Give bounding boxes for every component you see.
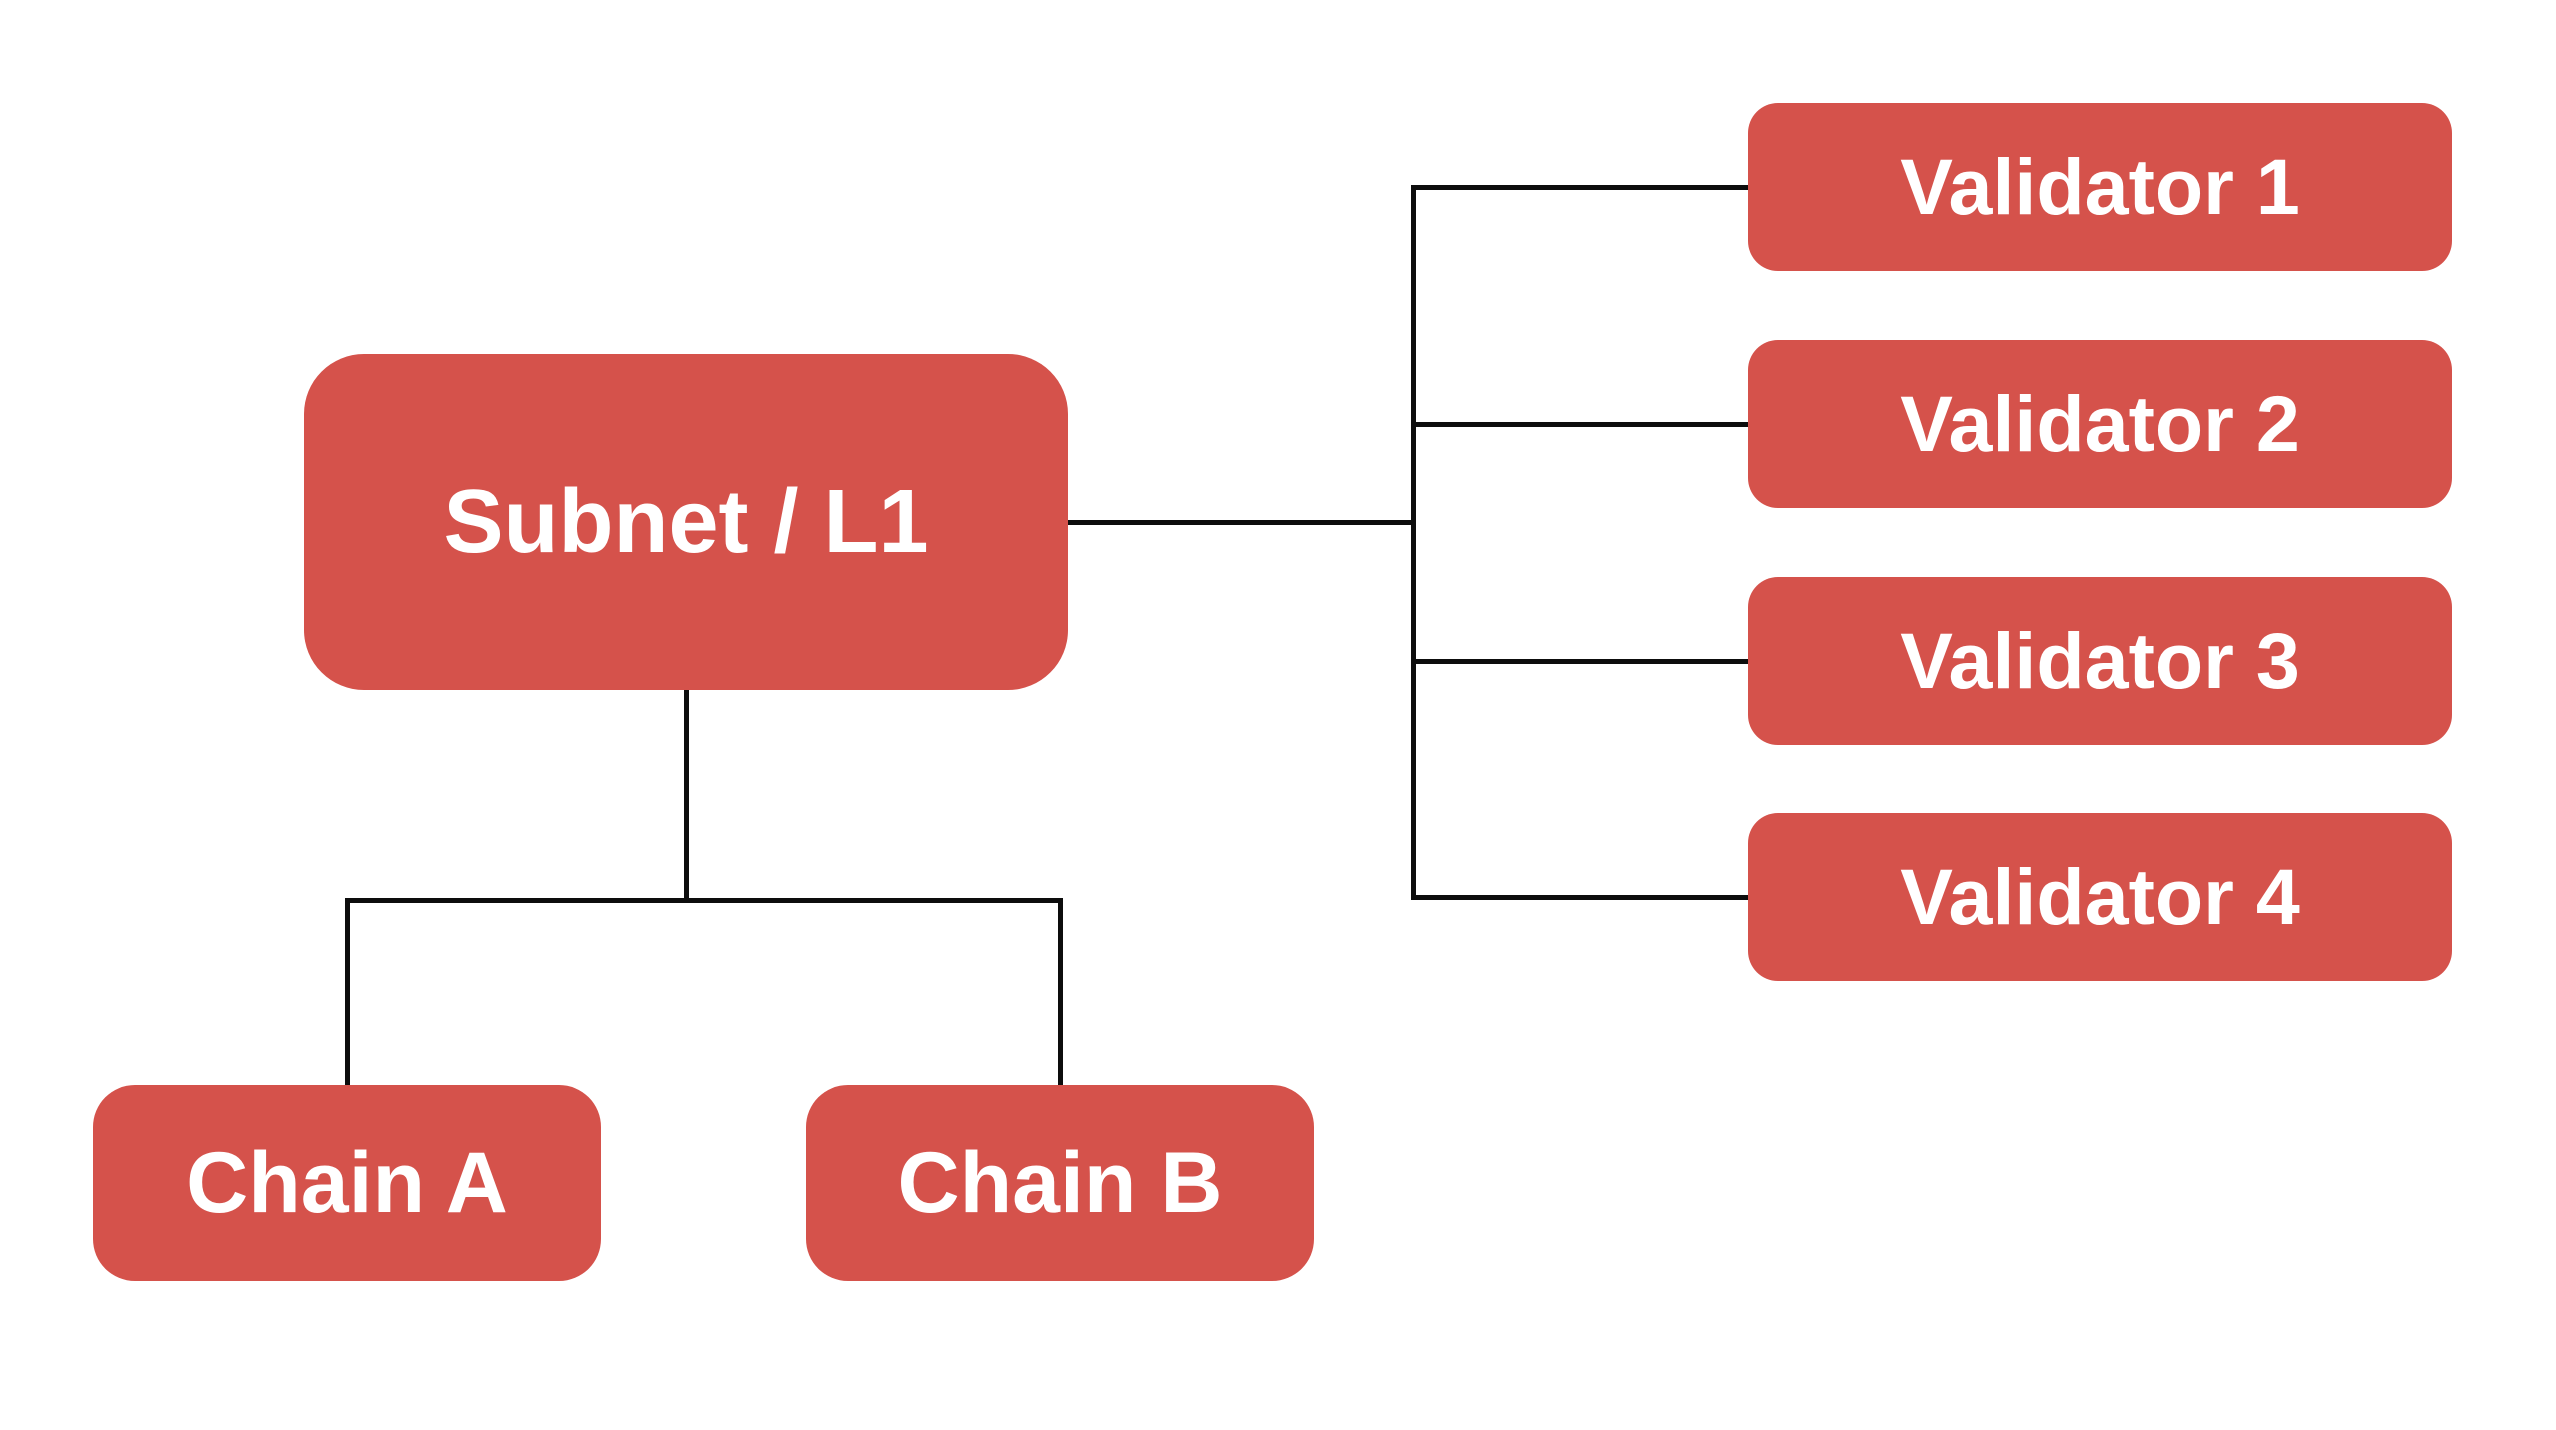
stem-line-chain-a — [345, 898, 350, 1085]
chain-b-node: Chain B — [806, 1085, 1314, 1281]
validator-2-label: Validator 2 — [1900, 379, 2300, 468]
chain-a-node: Chain A — [93, 1085, 601, 1281]
connector-subnet-to-validators — [1066, 520, 1416, 525]
chain-a-label: Chain A — [186, 1134, 508, 1231]
subnet-l1-node: Subnet / L1 — [304, 354, 1068, 690]
chains-horizontal-bar — [345, 898, 1063, 903]
validator-1-label: Validator 1 — [1900, 142, 2300, 231]
branch-line-validator-2 — [1414, 422, 1748, 427]
validator-3-label: Validator 3 — [1900, 616, 2300, 705]
branch-line-validator-4 — [1414, 895, 1748, 900]
chain-b-label: Chain B — [897, 1134, 1223, 1231]
subnet-l1-label: Subnet / L1 — [443, 471, 929, 572]
branch-line-validator-3 — [1414, 659, 1748, 664]
validator-4-label: Validator 4 — [1900, 852, 2300, 941]
stem-line-chain-b — [1058, 898, 1063, 1085]
validator-1-node: Validator 1 — [1748, 103, 2452, 271]
validators-trunk-line — [1411, 185, 1416, 900]
validator-3-node: Validator 3 — [1748, 577, 2452, 745]
validator-2-node: Validator 2 — [1748, 340, 2452, 508]
validator-4-node: Validator 4 — [1748, 813, 2452, 981]
connector-subnet-to-chains — [684, 688, 689, 902]
branch-line-validator-1 — [1414, 185, 1748, 190]
